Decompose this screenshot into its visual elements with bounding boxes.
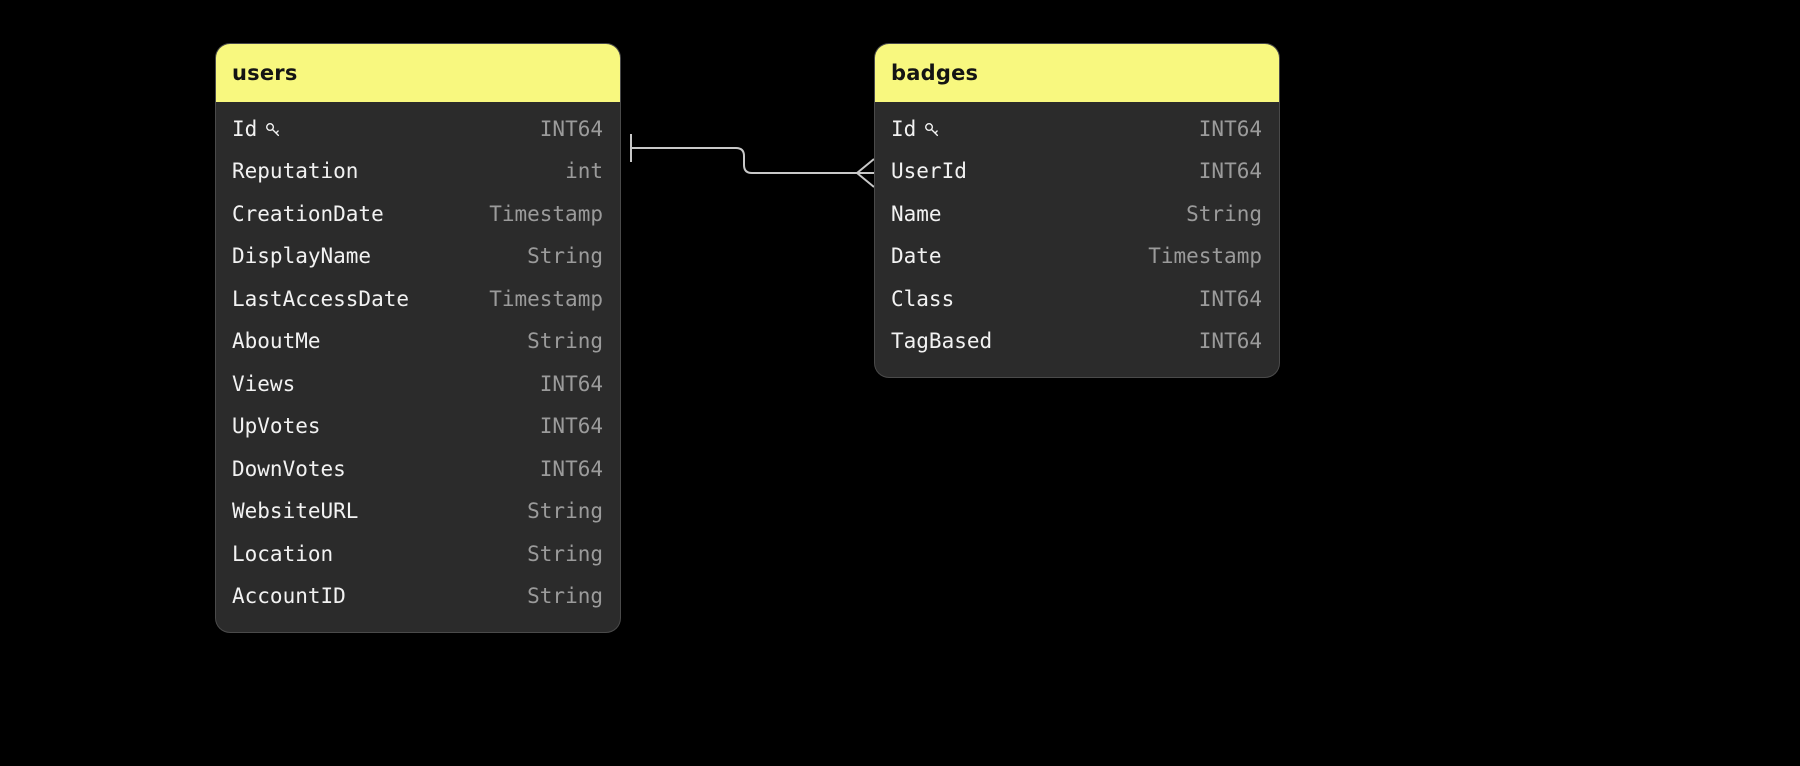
- relationship-line: [631, 147, 862, 174]
- field-type: INT64: [539, 414, 603, 439]
- field-type: Timestamp: [1148, 244, 1262, 269]
- field-row-views[interactable]: Views INT64: [216, 363, 620, 406]
- field-name: AboutMe: [232, 329, 321, 354]
- field-type: String: [527, 584, 603, 609]
- field-row-name[interactable]: Name String: [875, 193, 1279, 236]
- field-name: CreationDate: [232, 201, 384, 226]
- field-type: INT64: [539, 371, 603, 396]
- field-row-userid[interactable]: UserId INT64: [875, 151, 1279, 194]
- field-name: Name: [891, 201, 942, 226]
- field-name: DownVotes: [232, 456, 346, 481]
- field-row-tagbased[interactable]: TagBased INT64: [875, 321, 1279, 364]
- field-row-class[interactable]: Class INT64: [875, 278, 1279, 321]
- field-name: Reputation: [232, 159, 359, 184]
- field-type: INT64: [539, 456, 603, 481]
- field-name: Class: [891, 286, 955, 311]
- field-row-aboutme[interactable]: AboutMe String: [216, 321, 620, 364]
- field-name: UserId: [891, 159, 967, 184]
- entity-fields-users: Id INT64 Reputation: [216, 102, 620, 632]
- field-row-displayname[interactable]: DisplayName String: [216, 236, 620, 279]
- relationship-users-badges[interactable]: [630, 134, 875, 188]
- field-row-date[interactable]: Date Timestamp: [875, 236, 1279, 279]
- field-type: INT64: [539, 116, 603, 141]
- field-name: Id: [891, 116, 917, 141]
- entity-header-badges[interactable]: badges: [875, 44, 1279, 102]
- field-name: DisplayName: [232, 244, 372, 269]
- field-type: String: [527, 244, 603, 269]
- entity-header-users[interactable]: users: [216, 44, 620, 102]
- field-type: INT64: [1198, 329, 1262, 354]
- field-type: String: [527, 541, 603, 566]
- field-name: UpVotes: [232, 414, 321, 439]
- field-row-upvotes[interactable]: UpVotes INT64: [216, 406, 620, 449]
- field-row-websiteurl[interactable]: WebsiteURL String: [216, 491, 620, 534]
- field-name: Id: [232, 116, 258, 141]
- field-row-location[interactable]: Location String: [216, 533, 620, 576]
- field-row-id[interactable]: Id INT64: [216, 108, 620, 151]
- field-type: Timestamp: [489, 201, 603, 226]
- field-row-id[interactable]: Id INT64: [875, 108, 1279, 151]
- field-type: int: [565, 159, 603, 184]
- field-row-accountid[interactable]: AccountID String: [216, 576, 620, 619]
- field-name: WebsiteURL: [232, 499, 359, 524]
- field-row-downvotes[interactable]: DownVotes INT64: [216, 448, 620, 491]
- field-name: TagBased: [891, 329, 993, 354]
- field-type: INT64: [1198, 286, 1262, 311]
- field-type: String: [1186, 201, 1262, 226]
- field-type: INT64: [1198, 159, 1262, 184]
- entity-table-badges[interactable]: badges Id INT64: [875, 44, 1279, 377]
- key-icon: [264, 121, 283, 140]
- field-type: String: [527, 329, 603, 354]
- field-name: AccountID: [232, 584, 346, 609]
- entity-fields-badges: Id INT64 UserId: [875, 102, 1279, 377]
- key-icon: [923, 121, 942, 140]
- field-name: LastAccessDate: [232, 286, 410, 311]
- field-row-creationdate[interactable]: CreationDate Timestamp: [216, 193, 620, 236]
- field-type: Timestamp: [489, 286, 603, 311]
- field-name: Date: [891, 244, 942, 269]
- field-name: Location: [232, 541, 334, 566]
- field-row-reputation[interactable]: Reputation int: [216, 151, 620, 194]
- entity-title: users: [232, 60, 298, 85]
- field-row-lastaccessdate[interactable]: LastAccessDate Timestamp: [216, 278, 620, 321]
- field-type: INT64: [1198, 116, 1262, 141]
- entity-table-users[interactable]: users Id INT64: [216, 44, 620, 632]
- entity-title: badges: [891, 60, 979, 85]
- cardinality-many-marker: [856, 158, 875, 188]
- field-type: String: [527, 499, 603, 524]
- field-name: Views: [232, 371, 296, 396]
